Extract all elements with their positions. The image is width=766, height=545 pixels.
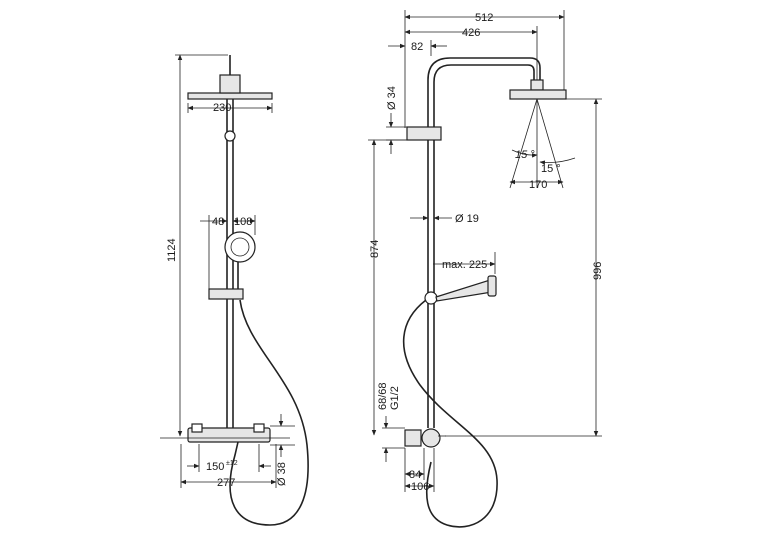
side-angle-left-label: 15 °: [515, 149, 535, 161]
side-hand-shower: [435, 279, 493, 302]
front-mixer-centres-label: 150: [206, 461, 224, 473]
side-mixer-depth-label: 106: [411, 481, 429, 493]
front-handshower-width-label: 108: [234, 216, 252, 228]
side-mixer-connection: [404, 429, 422, 447]
front-mixer-centres-tolerance: ±12: [226, 460, 238, 467]
front-head-width-label: 230: [213, 102, 231, 114]
side-overall-projection-label: 512: [475, 12, 493, 24]
side-rail-height-label: 874: [369, 240, 381, 258]
side-arm-offset-label: 82: [411, 41, 423, 53]
side-mixer-body: [421, 428, 441, 448]
front-shower-head: [187, 92, 273, 100]
side-head-joint: [530, 79, 544, 91]
side-handshower-max-label: max. 225: [442, 259, 487, 271]
front-view: 230 1124 48 108 150 ±12 277 Ø 38: [160, 54, 309, 526]
side-arm-inner: [433, 64, 535, 428]
side-head-diameter-label: 170: [529, 179, 547, 191]
side-wall-offset-label: 68/68: [377, 382, 389, 410]
front-bracket-joint: [224, 130, 236, 142]
side-view: 15 ° 15 ° 170 512 426 82 Ø 34 Ø 19 874: [368, 10, 604, 528]
side-arm-outer: [427, 57, 541, 428]
side-arm-length-label: 426: [462, 27, 480, 39]
front-mixer-width-label: 277: [217, 477, 235, 489]
front-mixer: [187, 427, 271, 443]
side-hose: [402, 299, 498, 528]
side-wall-bracket: [406, 126, 442, 141]
side-thread-label: G1/2: [389, 386, 401, 410]
front-total-height-label: 1124: [166, 238, 178, 262]
side-bracket-diameter-label: Ø 34: [386, 86, 398, 110]
front-hand-shower: [224, 231, 256, 263]
front-handshower-offset-label: 48: [212, 216, 224, 228]
side-slider-joint: [424, 291, 438, 305]
front-connection-diameter-label: Ø 38: [276, 462, 288, 486]
side-angle-right-label: 15 °: [541, 163, 561, 175]
front-hose: [229, 299, 309, 526]
side-rail-diameter-label: Ø 19: [455, 213, 479, 225]
side-shower-head: [509, 89, 567, 100]
front-slider: [208, 288, 244, 300]
side-head-height-label: 996: [592, 262, 604, 280]
front-head-joint: [219, 74, 241, 94]
side-mixer-depth-small-label: 84: [409, 469, 421, 481]
